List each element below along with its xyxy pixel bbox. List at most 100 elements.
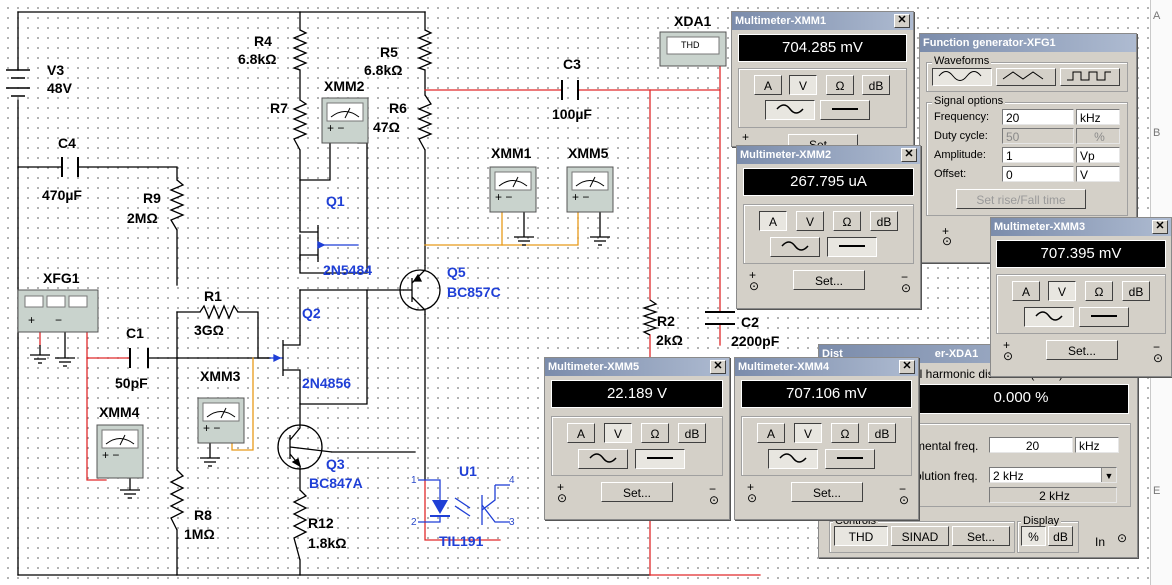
xmm2-plus-terminal-icon[interactable]: ⊙ [749, 279, 760, 293]
r5-value: 6.8kΩ [364, 62, 403, 78]
instrument-icons[interactable] [17, 31, 727, 479]
optocoupler-u1[interactable] [418, 479, 510, 525]
xmm2-plus-terminal: + − [327, 121, 345, 135]
xmm5-plus-terminal-icon[interactable]: ⊙ [557, 491, 568, 505]
xmm2-db-button[interactable]: dB [870, 211, 898, 231]
close-icon[interactable]: ✕ [899, 360, 915, 374]
xmm5-set-button[interactable]: Set... [601, 482, 673, 502]
triangle-wave-icon [1002, 71, 1044, 80]
offset-unit[interactable]: V [1076, 166, 1120, 182]
xmm3-volt-button[interactable]: V [1048, 281, 1076, 301]
jfet-q1[interactable] [299, 210, 326, 262]
xmm5-titlebar[interactable]: Multimeter-XMM5✕ [545, 358, 729, 376]
xmm2-ampere-button[interactable]: A [759, 211, 787, 231]
xmm2-titlebar[interactable]: Multimeter-XMM2✕ [737, 146, 920, 164]
fg-terminal[interactable]: ⊙ [942, 234, 953, 248]
xmm5-ac-button[interactable] [578, 449, 628, 469]
square-wave-button[interactable] [1060, 68, 1120, 86]
xmm3-set-button[interactable]: Set... [1046, 340, 1118, 360]
xmm1-ampere-button[interactable]: A [754, 75, 782, 95]
close-icon[interactable]: ✕ [901, 148, 917, 162]
xmm2-set-button[interactable]: Set... [793, 270, 865, 290]
multimeter-xmm3-window[interactable]: Multimeter-XMM3✕ 707.395 mV A V Ω dB + ⊙… [990, 217, 1172, 377]
xmm3-ampere-button[interactable]: A [1012, 281, 1040, 301]
sine-wave-button[interactable] [932, 68, 992, 86]
xmm1-set-button[interactable]: Set... [788, 134, 858, 146]
xmm5-ohm-button[interactable]: Ω [641, 423, 669, 443]
jfet-q2[interactable] [273, 335, 301, 380]
frequency-input[interactable]: 20 [1002, 109, 1074, 125]
xmm5-volt-button[interactable]: V [604, 423, 632, 443]
xmm2-dc-button[interactable] [827, 237, 877, 257]
xmm5-ampere-button[interactable]: A [567, 423, 595, 443]
xmm3-ref: XMM3 [200, 368, 241, 384]
xmm5-minus-terminal-icon[interactable]: ⊙ [709, 493, 720, 507]
duty-cycle-unit[interactable]: % [1076, 128, 1120, 144]
xmm3-dc-button[interactable] [1079, 307, 1129, 327]
sinad-button[interactable]: SINAD [891, 526, 949, 546]
xmm4-dc-button[interactable] [825, 449, 875, 469]
xmm3-display: 707.395 mV [996, 240, 1166, 268]
xmm3-titlebar[interactable]: Multimeter-XMM3✕ [991, 218, 1171, 236]
xmm5-dc-button[interactable] [635, 449, 685, 469]
dc-line-icon [839, 245, 865, 247]
fundamental-freq-input[interactable]: 20 [989, 437, 1073, 453]
multimeter-xmm2-window[interactable]: Multimeter-XMM2✕ 267.795 uA A V Ω dB + ⊙… [736, 145, 921, 309]
display-percent-button[interactable]: % [1021, 526, 1046, 546]
function-generator-titlebar[interactable]: Function generator-XFG1 [920, 34, 1136, 52]
xmm4-plus-terminal-icon[interactable]: ⊙ [747, 491, 758, 505]
xmm1-db-button[interactable]: dB [862, 75, 890, 95]
xmm3-ac-button[interactable] [1024, 307, 1074, 327]
amplitude-input[interactable]: 1 [1002, 147, 1074, 163]
multimeter-xmm1-window[interactable]: Multimeter-XMM1✕ 704.285 mV A V Ω dB + S… [731, 11, 914, 147]
bjt-q5[interactable] [399, 265, 441, 315]
xmm2-plus-label: + [749, 268, 757, 282]
battery-v3[interactable] [6, 69, 30, 97]
fundamental-freq-unit[interactable]: kHz [1075, 437, 1119, 453]
bjt-q3[interactable] [277, 424, 333, 470]
xmm4-plus-label: + [747, 480, 755, 494]
offset-input[interactable]: 0 [1002, 166, 1074, 182]
xmm3-ohm-button[interactable]: Ω [1085, 281, 1113, 301]
xmm2-ac-button[interactable] [770, 237, 820, 257]
xmm1-titlebar[interactable]: Multimeter-XMM1✕ [732, 12, 913, 30]
thd-button[interactable]: THD [834, 526, 888, 546]
display-db-button[interactable]: dB [1048, 526, 1073, 546]
ruler-label-e: E [1153, 485, 1161, 497]
close-icon[interactable]: ✕ [710, 360, 726, 374]
thd-set-button[interactable]: Set... [952, 526, 1010, 546]
multimeter-xmm4-window[interactable]: Multimeter-XMM4✕ 707.106 mV A V Ω dB + ⊙… [734, 357, 919, 520]
duty-cycle-input[interactable]: 50 [1002, 128, 1074, 144]
xmm2-volt-button[interactable]: V [796, 211, 824, 231]
input-terminal[interactable]: ⊙ [1117, 531, 1128, 545]
resolution-freq-select[interactable]: 2 kHz▼ [989, 467, 1117, 483]
xmm4-titlebar[interactable]: Multimeter-XMM4✕ [735, 358, 918, 376]
xmm3-plus-terminal-icon[interactable]: ⊙ [1003, 349, 1014, 363]
xmm3-db-button[interactable]: dB [1122, 281, 1150, 301]
resolution-freq-readout: 2 kHz [989, 487, 1117, 503]
xmm1-volt-button[interactable]: V [789, 75, 817, 95]
triangle-wave-button[interactable] [996, 68, 1056, 86]
chevron-down-icon[interactable]: ▼ [1101, 468, 1116, 482]
xmm2-minus-terminal-icon[interactable]: ⊙ [901, 281, 912, 295]
frequency-unit[interactable]: kHz [1076, 109, 1120, 125]
xmm3-minus-terminal-icon[interactable]: ⊙ [1153, 351, 1164, 365]
amplitude-unit[interactable]: Vp [1076, 147, 1120, 163]
close-icon[interactable]: ✕ [894, 14, 910, 28]
xmm1-ac-button[interactable] [765, 100, 815, 120]
xmm1-ohm-button[interactable]: Ω [826, 75, 854, 95]
xmm4-minus-terminal-icon[interactable]: ⊙ [899, 493, 910, 507]
multimeter-xmm5-window[interactable]: Multimeter-XMM5✕ 22.189 V A V Ω dB + ⊙ S… [544, 357, 730, 520]
xmm2-ohm-button[interactable]: Ω [833, 211, 861, 231]
set-rise-fall-button[interactable]: Set rise/Fall time [956, 189, 1086, 209]
close-icon[interactable]: ✕ [1152, 220, 1168, 234]
xmm4-volt-button[interactable]: V [794, 423, 822, 443]
xmm4-db-button[interactable]: dB [868, 423, 896, 443]
xmm1-dc-button[interactable] [820, 100, 870, 120]
xmm4-ac-button[interactable] [768, 449, 818, 469]
xmm5-db-button[interactable]: dB [678, 423, 706, 443]
xmm4-ohm-button[interactable]: Ω [831, 423, 859, 443]
xmm4-set-button[interactable]: Set... [791, 482, 863, 502]
xmm4-ampere-button[interactable]: A [757, 423, 785, 443]
